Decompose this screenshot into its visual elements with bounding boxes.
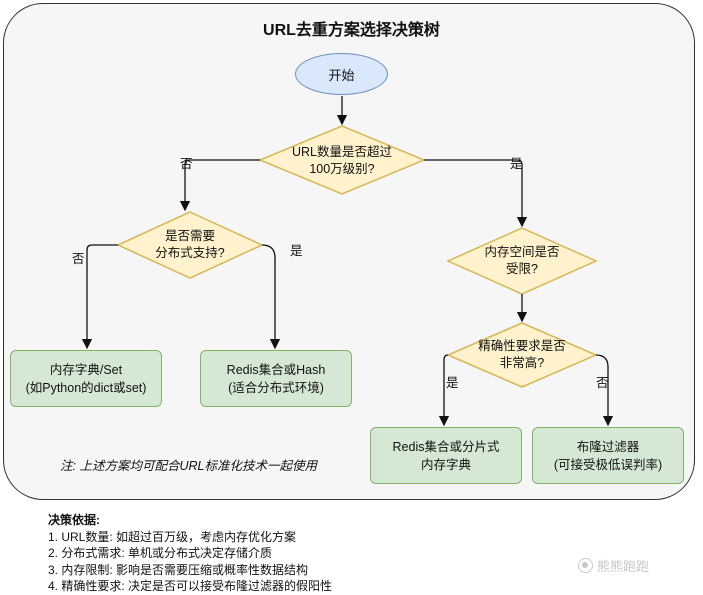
decision-basis-item: 2. 分布式需求: 单机或分布式决定存储介质 [48, 546, 273, 560]
decision-memory-line1: 内存空间是否 [484, 245, 560, 259]
decision-memory-text: 内存空间是否 受限? [448, 244, 596, 278]
decision-precision-line2: 非常高? [499, 356, 545, 370]
result-redis-set-hash: Redis集合或Hash (适合分布式环境) [200, 350, 352, 407]
decision-diamond-url-count [258, 125, 426, 195]
result-redis-set-hash-line1: Redis集合或Hash [226, 362, 326, 377]
edge-q2-yes [261, 244, 281, 350]
edge-q4-no [595, 354, 614, 427]
edge-label-q2-no: 否 [72, 252, 85, 266]
decision-basis-item: 1. URL数量: 如超过百万级，考虑内存优化方案 [48, 529, 297, 544]
decision-basis-item: 3. 内存限制: 影响是否需要压缩或概率性数据结构 [48, 562, 309, 577]
result-bloom-filter-line1: 布隆过滤器 [576, 439, 640, 454]
edge-q1-yes [424, 159, 528, 228]
diagram-note: 注: 上述方案均可配合URL标准化技术一起使用 [60, 459, 317, 473]
result-bloom-filter-line2: (可接受极低误判率) [553, 457, 663, 472]
decision-distributed-line2: 分布式支持? [155, 246, 225, 260]
start-label: 开始 [328, 67, 355, 83]
decision-url-count-line2: 100万级别? [309, 162, 375, 176]
watermark-logo-icon [578, 558, 593, 573]
edge-q2-no [81, 244, 118, 350]
decision-basis-item: 4. 精确性要求: 决定是否可以接受布隆过滤器的假阳性 [48, 579, 333, 593]
result-redis-sharded-dict: Redis集合或分片式 内存字典 [370, 427, 522, 484]
edge-q4-yes [438, 354, 450, 427]
decision-basis-title: 决策依据: [48, 513, 100, 527]
watermark-text: 熊熊跑跑 [597, 559, 650, 574]
edge-q1-no [179, 159, 260, 212]
decision-distributed-text: 是否需要 分布式支持? [118, 228, 262, 262]
result-memory-dict-set: 内存字典/Set (如Python的dict或set) [10, 350, 162, 407]
decision-url-count-text: URL数量是否超过 100万级别? [260, 144, 424, 178]
start-node: 开始 [295, 53, 388, 95]
result-bloom-filter: 布隆过滤器 (可接受极低误判率) [532, 427, 684, 484]
diagram-title: URL去重方案选择决策树 [263, 22, 440, 39]
decision-diamond-precision [446, 322, 598, 388]
decision-basis: 决策依据: 1. URL数量: 如超过百万级，考虑内存优化方案 2. 分布式需求… [48, 512, 332, 595]
edge-label-q4-no: 否 [596, 376, 609, 390]
result-memory-dict-set-line1: 内存字典/Set [49, 362, 123, 377]
decision-url-count-line1: URL数量是否超过 [291, 145, 392, 159]
decision-diamond-distributed [116, 211, 264, 279]
result-memory-dict-set-line2: (如Python的dict或set) [25, 380, 147, 395]
result-redis-sharded-dict-line1: Redis集合或分片式 [392, 439, 500, 454]
decision-memory-line2: 受限? [506, 262, 538, 276]
decision-precision-text: 精确性要求是否 非常高? [448, 338, 596, 372]
result-redis-sharded-dict-line2: 内存字典 [420, 457, 471, 472]
edge-label-q1-no: 否 [180, 157, 193, 171]
watermark: 熊熊跑跑 [578, 556, 649, 575]
decision-precision-line1: 精确性要求是否 [478, 339, 566, 353]
result-redis-set-hash-line2: (适合分布式环境) [228, 380, 324, 395]
edge-label-q2-yes: 是 [290, 244, 303, 258]
edge-label-q1-yes: 是 [510, 157, 523, 171]
decision-distributed-line1: 是否需要 [164, 229, 215, 243]
edge-label-q4-yes: 是 [446, 376, 459, 390]
